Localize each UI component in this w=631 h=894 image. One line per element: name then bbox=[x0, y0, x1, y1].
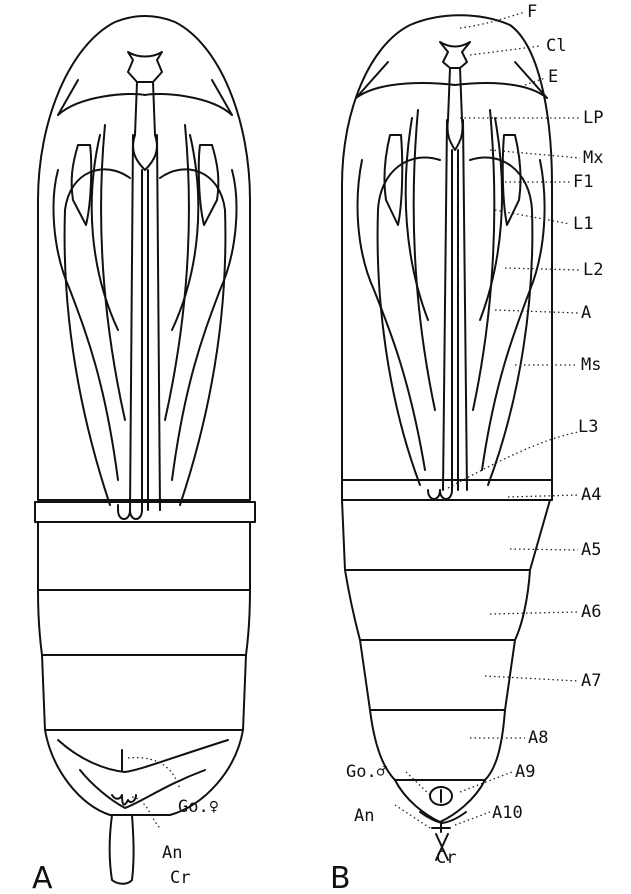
label-ms: Ms bbox=[581, 355, 601, 375]
label-a8: A8 bbox=[528, 728, 548, 748]
label-a6: A6 bbox=[581, 602, 601, 622]
pupa-a bbox=[35, 16, 255, 884]
label-cr-a: Cr bbox=[170, 868, 190, 888]
label-cr-b: Cr bbox=[436, 848, 456, 868]
figure-label-a: A bbox=[32, 861, 53, 894]
label-an-b: An bbox=[354, 806, 374, 826]
label-a10: A10 bbox=[492, 803, 523, 823]
label-a9: A9 bbox=[515, 762, 535, 782]
label-go-male: Go.♂ bbox=[346, 762, 388, 782]
pupa-b bbox=[342, 15, 552, 860]
figure-label-b: B bbox=[330, 861, 351, 894]
label-a5: A5 bbox=[581, 540, 601, 560]
label-an-a: An bbox=[162, 843, 182, 863]
label-l1: L1 bbox=[573, 214, 593, 234]
label-lp: LP bbox=[583, 108, 603, 128]
label-a7: A7 bbox=[581, 671, 601, 691]
label-cl: Cl bbox=[546, 36, 566, 56]
label-f1: F1 bbox=[573, 172, 593, 192]
label-a: A bbox=[581, 303, 591, 323]
label-l2: L2 bbox=[583, 260, 603, 280]
label-mx: Mx bbox=[583, 148, 603, 168]
label-e: E bbox=[548, 67, 558, 87]
label-f: F bbox=[527, 2, 537, 22]
label-a4: A4 bbox=[581, 485, 601, 505]
label-go-female: Go.♀ bbox=[178, 797, 219, 817]
labels: A B Go.♀ An Cr F Cl E LP Mx F1 L1 L2 A M… bbox=[32, 2, 603, 894]
label-l3: L3 bbox=[578, 417, 598, 437]
